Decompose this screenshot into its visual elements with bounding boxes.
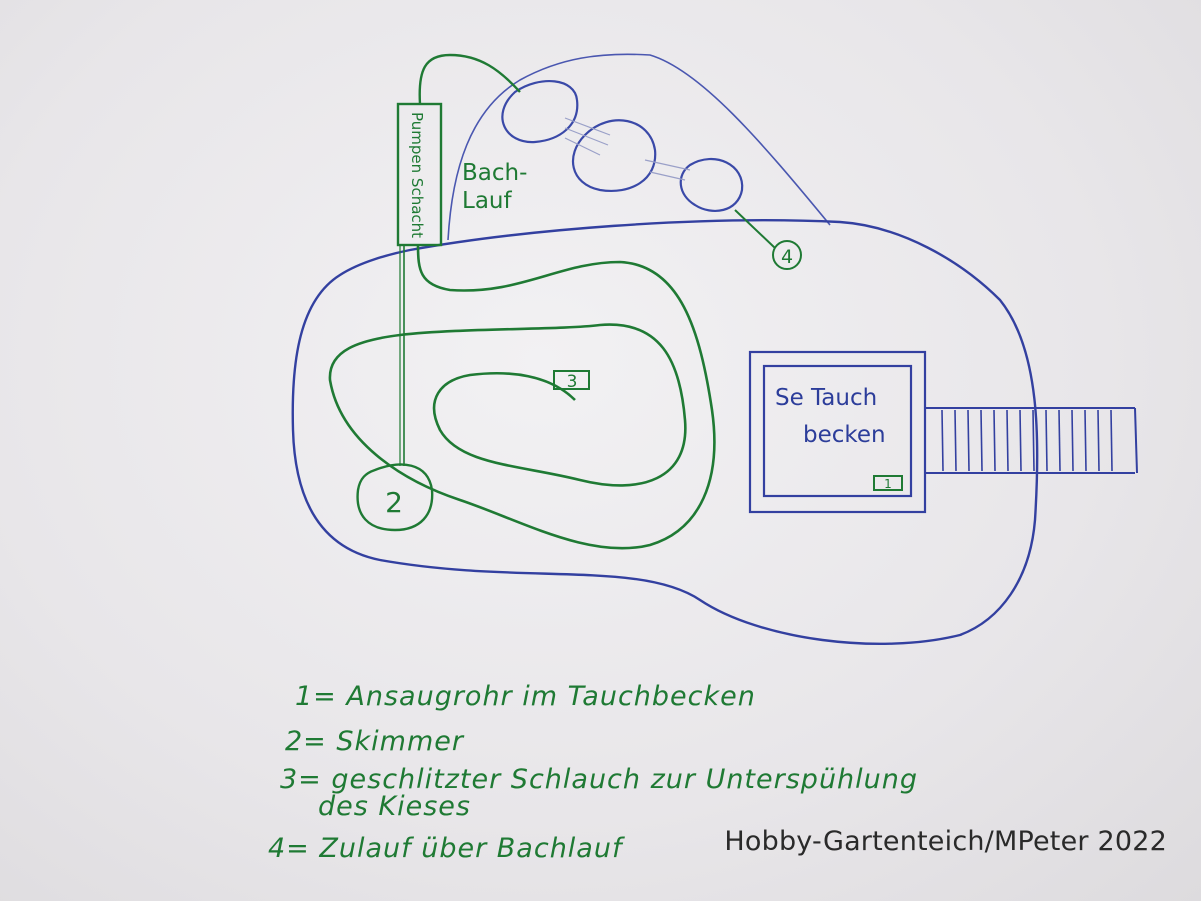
marker-3-label: 3 [567, 372, 578, 392]
marker-4-circle [772, 240, 802, 270]
diving-basin-label-line2: becken [803, 422, 886, 448]
jetty-plank [1084, 409, 1087, 472]
stream-outline [447, 53, 831, 241]
jetty-plank [954, 409, 957, 472]
jetty-plank [1058, 409, 1061, 472]
legend-item-3: 3= geschlitzter Schlauch zur Unterspühlu… [280, 764, 918, 795]
diving-basin-inner [762, 364, 913, 498]
jetty-plank [1032, 409, 1035, 472]
jetty-plank [1071, 409, 1074, 472]
jetty-plank [941, 409, 944, 472]
legend-item-4: 4= Zulauf über Bachlauf [268, 833, 625, 864]
jetty-plank [1019, 409, 1022, 472]
stream-pool-lower [679, 157, 744, 212]
jetty-plank [993, 409, 996, 472]
jetty-plank [1006, 409, 1009, 472]
marker-4-leader [734, 209, 776, 249]
stream-pool-middle [571, 119, 657, 193]
legend-item-3-cont: des Kieses [318, 791, 471, 822]
jetty-planks [941, 409, 1113, 472]
pump-shaft-label: Pumpen Schacht [408, 112, 426, 238]
diving-basin-label-line1: Se Tauch [775, 385, 877, 411]
pond-outline [291, 219, 1039, 646]
jetty-plank [1045, 409, 1048, 472]
stream-label-line2: Lauf [462, 188, 512, 214]
jetty-plank [967, 409, 970, 472]
jetty-plank [980, 409, 983, 472]
marker-3-box [553, 370, 590, 390]
cascade-lines [564, 117, 691, 181]
stream-label-line1: Bach- [462, 160, 527, 186]
marker-2-label: 2 [385, 486, 403, 519]
jetty-plank [1110, 409, 1113, 472]
diving-basin-outer [748, 350, 927, 514]
hose-to-stream [418, 53, 521, 105]
legend: 1= Ansaugrohr im Tauchbecken 2= Skimmer … [268, 681, 918, 864]
legend-item-2: 2= Skimmer [285, 726, 465, 757]
stream-pool-upper [501, 80, 579, 144]
marker-4-label: 4 [781, 246, 793, 268]
marker-1-label: 1 [884, 477, 892, 491]
legend-item-1: 1= Ansaugrohr im Tauchbecken [295, 681, 756, 712]
jetty-plank [1097, 409, 1100, 472]
skimmer-shape [356, 463, 434, 532]
marker-1-box [873, 475, 903, 491]
watermark-text: Hobby-Gartenteich/MPeter 2022 [724, 826, 1167, 857]
slotted-hose-spiral [328, 244, 716, 550]
jetty [925, 407, 1138, 474]
